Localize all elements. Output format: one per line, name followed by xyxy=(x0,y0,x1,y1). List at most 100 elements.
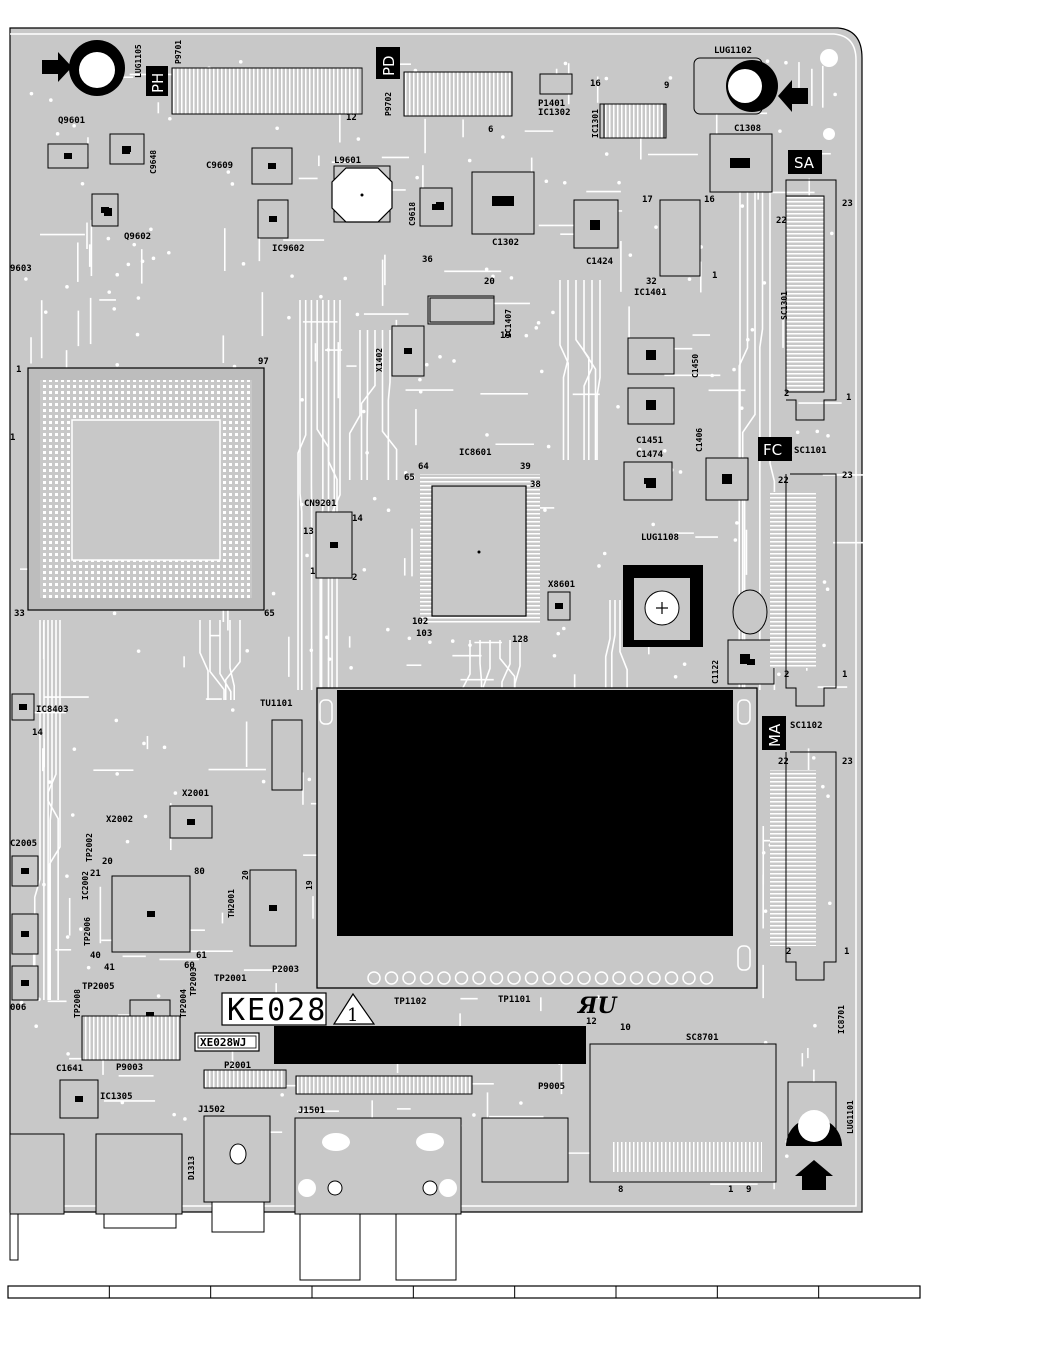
svg-text:80: 80 xyxy=(194,867,205,877)
label-c1302: C1302 xyxy=(492,238,519,248)
label-tp2004: TP2004 xyxy=(179,989,188,1018)
tag-pd: PD xyxy=(376,47,400,79)
svg-text:14: 14 xyxy=(32,728,43,738)
label-c1308: C1308 xyxy=(734,124,761,134)
label-ic1301: IC1301 xyxy=(591,109,600,138)
label-c1122: C1122 xyxy=(711,660,720,684)
lug1105-mount xyxy=(42,40,125,96)
label-p9003: P9003 xyxy=(116,1063,143,1073)
label-ic1407: IC1407 xyxy=(504,309,513,338)
label-c9618: C9618 xyxy=(408,202,417,226)
label-ic1305: IC1305 xyxy=(100,1092,133,1102)
label-c1424: C1424 xyxy=(586,257,614,267)
sc8701-connector xyxy=(589,1043,777,1183)
label-sc1301: SC1301 xyxy=(780,291,789,320)
label-tp2001: TP2001 xyxy=(214,974,247,984)
label-tp2003: TP2003 xyxy=(189,967,198,996)
main-chip-footprint xyxy=(27,367,265,611)
label-lug1102: LUG1102 xyxy=(714,46,752,56)
silkscreen-labels: LUG1105 P9701 P9702 P1401 IC1302 IC1301 … xyxy=(10,40,855,1180)
svg-text:2: 2 xyxy=(784,389,789,399)
label-lug1105: LUG1105 xyxy=(134,44,143,78)
svg-text:64: 64 xyxy=(418,462,429,472)
ic8601-footprint xyxy=(420,474,540,624)
svg-text:40: 40 xyxy=(90,951,101,961)
svg-text:MA: MA xyxy=(766,723,784,747)
label-sc1102: SC1102 xyxy=(790,721,823,731)
svg-text:10: 10 xyxy=(620,1023,631,1033)
svg-text:2: 2 xyxy=(784,670,789,680)
svg-text:128: 128 xyxy=(512,635,528,645)
svg-text:PH: PH xyxy=(149,73,167,93)
label-l9601: L9601 xyxy=(334,156,361,166)
label-p1401: P1401 xyxy=(538,99,565,109)
svg-text:13: 13 xyxy=(303,527,314,537)
svg-text:19: 19 xyxy=(500,331,511,341)
svg-text:23: 23 xyxy=(842,199,853,209)
ul-mark: ЯU xyxy=(576,993,618,1019)
svg-text:9: 9 xyxy=(664,81,669,91)
label-c1641: C1641 xyxy=(56,1064,83,1074)
label-c1474: C1474 xyxy=(636,450,664,460)
svg-text:60: 60 xyxy=(184,961,195,971)
label-c9609: C9609 xyxy=(206,161,233,171)
svg-text:20: 20 xyxy=(241,870,250,880)
tag-ma: MA xyxy=(762,716,786,750)
label-lug1101: LUG1101 xyxy=(846,1100,855,1134)
sc1301-connector xyxy=(785,179,837,421)
svg-text:16: 16 xyxy=(704,195,715,205)
svg-text:16: 16 xyxy=(590,79,601,89)
label-tp2008: TP2008 xyxy=(73,989,82,1018)
pin-numbers: 97 1 1 33 65 64 39 65 38 102 103 128 13 … xyxy=(10,79,853,1195)
svg-text:FC: FC xyxy=(763,441,782,459)
label-ic8601: IC8601 xyxy=(459,448,492,458)
label-x2002: X2002 xyxy=(106,815,133,825)
label-ic1302: IC1302 xyxy=(538,108,571,118)
component-footprints xyxy=(11,67,775,1119)
svg-text:1: 1 xyxy=(16,365,21,375)
label-ic8701: IC8701 xyxy=(837,1005,846,1034)
label-tu1101: TU1101 xyxy=(260,699,293,709)
svg-text:36: 36 xyxy=(422,255,433,265)
svg-text:2: 2 xyxy=(352,573,357,583)
label-tp2002: TP2002 xyxy=(85,833,94,862)
label-tp2006: TP2006 xyxy=(83,917,92,946)
label-c1451: C1451 xyxy=(636,436,663,446)
label-p2003: P2003 xyxy=(272,965,299,975)
board-edge-inner xyxy=(10,33,857,1207)
svg-text:1: 1 xyxy=(728,1185,733,1195)
label-j1502: J1502 xyxy=(198,1105,225,1115)
label-q9602: Q9602 xyxy=(124,232,151,242)
label-lug1108: LUG1108 xyxy=(641,533,679,543)
label-tp1101: TP1101 xyxy=(498,995,531,1005)
tag-fc: FC xyxy=(758,437,792,461)
board-code-block: KE028 1 XE028WJ xyxy=(194,992,376,1052)
svg-text:61: 61 xyxy=(196,951,207,961)
bottom-ruler xyxy=(7,1285,921,1299)
label-p9005: P9005 xyxy=(538,1082,565,1092)
label-d1313: D1313 xyxy=(187,1156,196,1180)
svg-text:12: 12 xyxy=(346,113,357,123)
label-006: 006 xyxy=(10,1003,26,1013)
svg-text:22: 22 xyxy=(778,476,789,486)
tag-ph: PH xyxy=(146,66,168,96)
svg-text:32: 32 xyxy=(646,277,657,287)
label-j1501: J1501 xyxy=(298,1106,325,1116)
label-p2001: P2001 xyxy=(224,1061,251,1071)
revision-mark: 1 xyxy=(347,1005,358,1026)
label-cn9201: CN9201 xyxy=(304,499,337,509)
label-9603: 9603 xyxy=(10,264,32,274)
label-c1450: C1450 xyxy=(691,354,700,378)
label-p9702: P9702 xyxy=(384,92,393,116)
label-tp1102: TP1102 xyxy=(394,997,427,1007)
svg-text:9: 9 xyxy=(746,1185,751,1195)
svg-text:33: 33 xyxy=(14,609,25,619)
label-q9601: Q9601 xyxy=(58,116,85,126)
tuner-module xyxy=(271,687,758,989)
lug1102-mount xyxy=(693,49,838,140)
silkscreen-bar xyxy=(274,1026,586,1064)
svg-text:1: 1 xyxy=(844,947,849,957)
label-th2001: TH2001 xyxy=(227,889,236,918)
svg-text:102: 102 xyxy=(412,617,428,627)
